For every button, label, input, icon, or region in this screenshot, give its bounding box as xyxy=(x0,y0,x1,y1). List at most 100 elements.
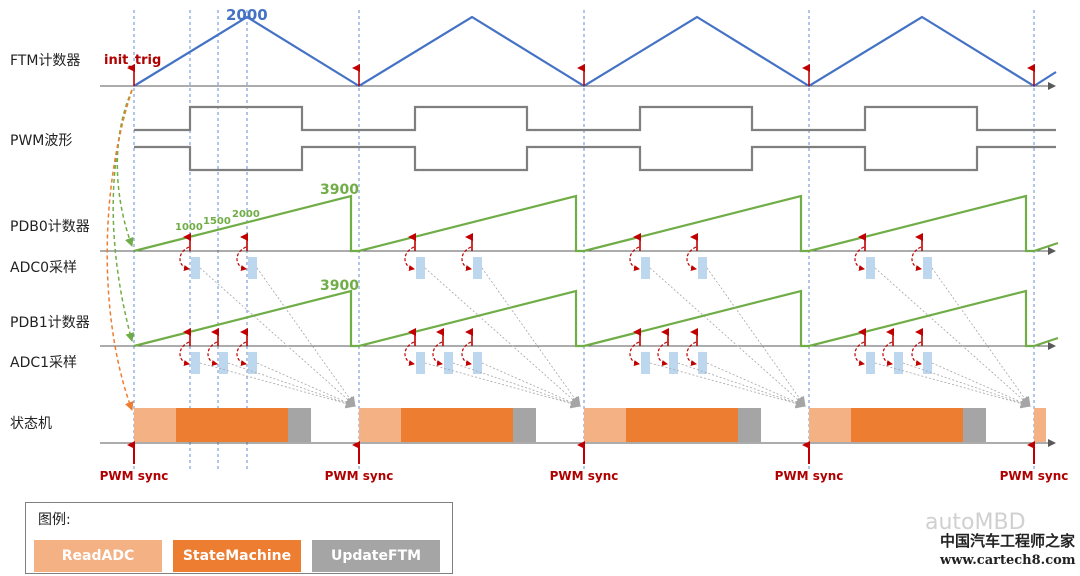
pdb1-counter-wave xyxy=(133,289,1059,348)
adc-result-arrow xyxy=(481,267,581,407)
pdb1-max-label: 3900 xyxy=(320,278,359,294)
adc1-trigger-link xyxy=(461,341,472,367)
adc-result-arrow xyxy=(649,267,806,407)
adc1-conversion-box xyxy=(698,352,707,374)
state-block-statemachine xyxy=(176,408,288,442)
adc1-trigger-link xyxy=(854,341,865,367)
adc1-trigger-link xyxy=(432,341,443,367)
pwm-sync-label: PWM sync xyxy=(1000,469,1069,483)
adc1-trigger-link xyxy=(657,341,668,367)
adc-result-arrow xyxy=(199,267,356,407)
init-trig-arrows xyxy=(106,89,135,411)
row-label-adc0: ADC0采样 xyxy=(10,260,77,276)
adc-result-arrow xyxy=(199,362,356,409)
adc0-conversion-box xyxy=(473,257,482,279)
state-block-statemachine xyxy=(401,408,513,442)
watermark-url: www.cartech8.com xyxy=(940,553,1076,568)
init-trig-label: init_trig xyxy=(104,53,161,68)
adc0-conversion-box xyxy=(698,257,707,279)
row-label-pdb1: PDB1计数器 xyxy=(10,315,90,331)
pwm-sync-label: PWM sync xyxy=(550,469,619,483)
legend-readadc: ReadADC xyxy=(34,540,162,572)
pwm-sync-label: PWM sync xyxy=(775,469,844,483)
adc-result-arrow xyxy=(931,362,1031,407)
adc-result-arrow xyxy=(677,362,806,408)
pdb-tick-2000: 2000 xyxy=(232,209,260,220)
adc1-trigger-link xyxy=(686,341,697,367)
ftm-counter-wave xyxy=(133,15,1057,88)
adc0-conversion-box xyxy=(641,257,650,279)
adc-result-arrow xyxy=(256,362,356,407)
state-block-readadc xyxy=(809,408,851,442)
adc1-conversion-box xyxy=(248,352,257,374)
adc1-conversion-box xyxy=(219,352,228,374)
state-block-statemachine xyxy=(626,408,738,442)
state-block-readadc xyxy=(134,408,176,442)
pwm-wave-top xyxy=(134,105,1056,132)
pdb-tick-1000: 1000 xyxy=(175,222,203,233)
adc1-trigger-link xyxy=(179,341,190,367)
adc-result-arrows xyxy=(199,267,1031,409)
state-block-readadc xyxy=(359,408,401,442)
legend-statemachine: StateMachine xyxy=(173,540,301,572)
legend-title: 图例: xyxy=(38,512,71,528)
ftm-peak-label: 2000 xyxy=(226,6,268,24)
state-block-readadc xyxy=(584,408,626,442)
adc1-trigger-link xyxy=(404,341,415,367)
adc1-conversion-box xyxy=(866,352,875,374)
adc1-conversion-box xyxy=(416,352,425,374)
row-label-adc1: ADC1采样 xyxy=(10,355,77,371)
row-label-ftm: FTM计数器 xyxy=(10,53,80,69)
legend: 图例: ReadADC StateMachine UpdateFTM xyxy=(25,502,453,574)
pwm-wave-bottom xyxy=(134,145,1056,172)
adc1-conversion-box xyxy=(669,352,678,374)
pdb0-max-label: 3900 xyxy=(320,182,359,198)
adc1-conversion-box xyxy=(444,352,453,374)
adc1-trigger-link xyxy=(882,341,893,367)
adc-result-arrow xyxy=(902,362,1031,408)
adc1-samples xyxy=(179,328,932,374)
adc-result-arrow xyxy=(874,362,1031,409)
adc1-conversion-box xyxy=(894,352,903,374)
adc-result-arrow xyxy=(256,267,356,407)
adc-result-arrow xyxy=(706,267,806,407)
pdb-tick-1500: 1500 xyxy=(203,216,231,227)
adc-result-arrow xyxy=(706,362,806,407)
adc0-samples xyxy=(179,233,932,279)
row-label-pwm: PWM波形 xyxy=(10,133,72,149)
axes xyxy=(100,82,1056,447)
state-block-updateftm xyxy=(288,408,311,442)
adc1-conversion-box xyxy=(641,352,650,374)
adc0-trigger-link xyxy=(179,246,190,272)
adc1-conversion-box xyxy=(191,352,200,374)
watermark-brand: autoMBD xyxy=(925,510,1026,535)
adc-result-arrow xyxy=(424,267,581,407)
adc0-conversion-box xyxy=(923,257,932,279)
ftm-trigger-arrows xyxy=(127,64,1035,86)
adc-result-arrow xyxy=(452,362,581,408)
watermark-site-name: 中国汽车工程师之家 xyxy=(940,532,1076,550)
state-block-updateftm xyxy=(738,408,761,442)
state-block-updateftm xyxy=(963,408,986,442)
pdb0-counter-wave xyxy=(133,194,1059,253)
pwm-sync-label: PWM sync xyxy=(100,469,169,483)
adc0-conversion-box xyxy=(191,257,200,279)
adc0-trigger-link xyxy=(404,246,415,272)
adc0-trigger-link xyxy=(461,246,472,272)
adc0-conversion-box xyxy=(866,257,875,279)
state-block-updateftm xyxy=(513,408,536,442)
adc1-trigger-link xyxy=(236,341,247,367)
row-label-pdb0: PDB0计数器 xyxy=(10,219,90,235)
adc1-conversion-box xyxy=(923,352,932,374)
row-label-state: 状态机 xyxy=(10,416,52,432)
adc-result-arrow xyxy=(424,362,581,409)
adc0-trigger-link xyxy=(236,246,247,272)
adc1-trigger-link xyxy=(911,341,922,367)
adc0-trigger-link xyxy=(854,246,865,272)
adc1-trigger-link xyxy=(629,341,640,367)
adc-result-arrow xyxy=(481,362,581,407)
adc-result-arrow xyxy=(649,362,806,409)
state-block-statemachine xyxy=(851,408,963,442)
